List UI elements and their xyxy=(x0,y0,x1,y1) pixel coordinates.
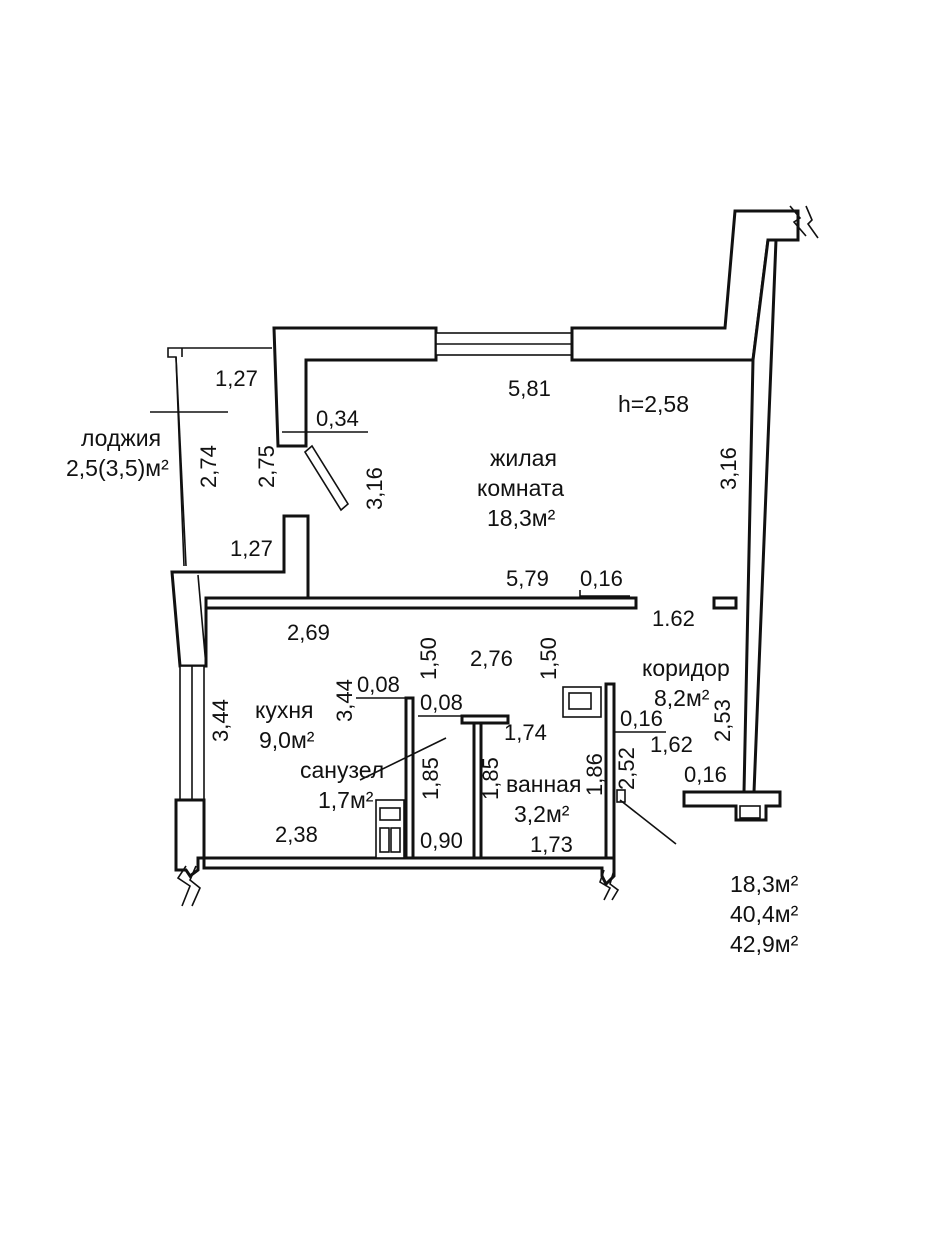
dim-label: 0,34 xyxy=(316,406,359,431)
dim-label: 2,76 xyxy=(470,646,513,671)
dimension-lines xyxy=(282,431,677,845)
dim-label: 0,08 xyxy=(357,672,400,697)
dim-label: 1,50 xyxy=(416,637,441,680)
loggia-outline xyxy=(150,347,272,567)
dim-label: 1,62 xyxy=(650,732,693,757)
right-wall xyxy=(742,238,778,794)
living-room-name-2: комната xyxy=(477,475,564,501)
dim-label: 5,81 xyxy=(508,376,551,401)
dim-label: 3,44 xyxy=(332,679,357,722)
dim-label: 1,86 xyxy=(582,753,607,796)
loggia-name: лоджия xyxy=(81,425,161,451)
dim-label: 3,16 xyxy=(362,467,387,510)
interior-partitions xyxy=(404,682,782,860)
dim-label: 0,08 xyxy=(420,690,463,715)
wc-name: санузел xyxy=(300,757,384,783)
dim-label: 2,52 xyxy=(614,747,639,790)
ceiling-height: h=2,58 xyxy=(618,391,689,417)
dim-label: 1,85 xyxy=(418,757,443,800)
bottom-wall xyxy=(202,856,620,901)
total-area: 40,4м² xyxy=(730,901,799,927)
dim-label: 0,16 xyxy=(580,566,623,591)
dim-label: 1,74 xyxy=(504,720,547,745)
vertical-dimension-labels: 2,74 2,75 3,16 3,16 1,50 1,50 3,44 3,44 … xyxy=(196,445,741,800)
dim-label: 1,27 xyxy=(215,366,258,391)
dim-label: 1,73 xyxy=(530,832,573,857)
dim-label: 1,85 xyxy=(478,757,503,800)
total-area-with-loggia: 42,9м² xyxy=(730,931,799,957)
dim-label: 5,79 xyxy=(506,566,549,591)
corridor-area: 8,2м² xyxy=(654,685,710,711)
wc-area: 1,7м² xyxy=(318,787,374,813)
dim-label: 0,16 xyxy=(620,706,663,731)
dim-label: 0,16 xyxy=(684,762,727,787)
dim-label: 1,50 xyxy=(536,637,561,680)
dim-label: 2,75 xyxy=(254,445,279,488)
dim-label: 3,44 xyxy=(208,699,233,742)
bath-area: 3,2м² xyxy=(514,801,570,827)
corridor-name: коридор xyxy=(642,655,730,681)
living-room-name-1: жилая xyxy=(490,445,557,471)
kitchen-area: 9,0м² xyxy=(259,727,315,753)
loggia-lower-wall xyxy=(170,514,310,668)
top-wall xyxy=(272,205,819,448)
kitchen-name: кухня xyxy=(255,697,313,723)
bath-name: ванная xyxy=(506,771,581,797)
dim-label: 2,74 xyxy=(196,445,221,488)
room-labels: жилая комната 18,3м² лоджия 2,5(3,5)м² к… xyxy=(66,391,730,827)
total-living-area: 18,3м² xyxy=(730,871,799,897)
dim-label: 1.62 xyxy=(652,606,695,631)
dim-label: 2,69 xyxy=(287,620,330,645)
loggia-door xyxy=(303,444,350,512)
area-totals: 18,3м² 40,4м² 42,9м² xyxy=(730,871,799,957)
dimension-labels: 5,81 1,27 0,34 1,27 5,79 0,16 1.62 2,69 … xyxy=(215,366,727,857)
stove-fixture xyxy=(375,799,405,859)
kitchen-left-wall xyxy=(174,665,206,907)
dim-label: 2,53 xyxy=(710,699,735,742)
loggia-area: 2,5(3,5)м² xyxy=(66,455,169,481)
living-kitchen-partition xyxy=(204,596,738,610)
dim-label: 1,27 xyxy=(230,536,273,561)
living-room-area: 18,3м² xyxy=(487,505,556,531)
dim-label: 2,38 xyxy=(275,822,318,847)
dim-label: 3,16 xyxy=(716,447,741,490)
dim-label: 0,90 xyxy=(420,828,463,853)
